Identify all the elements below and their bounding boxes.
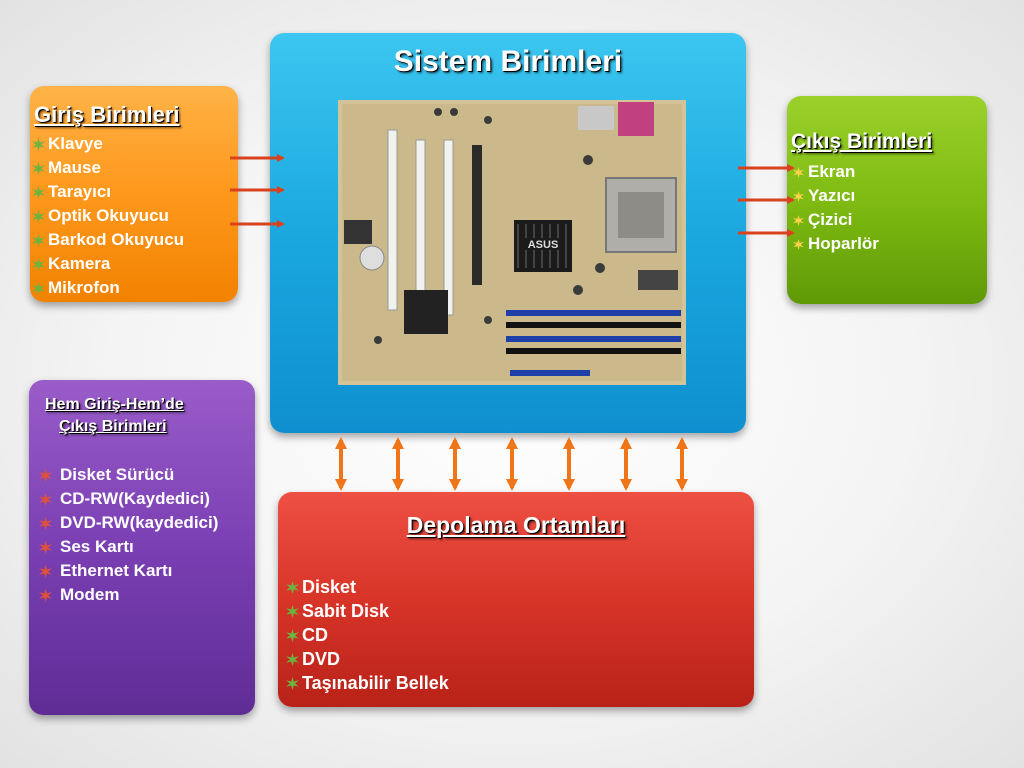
input-units-title: Giriş Birimleri bbox=[34, 102, 180, 127]
starburst-bullet-icon bbox=[39, 492, 52, 506]
motherboard-image: ASUS bbox=[338, 100, 686, 385]
title-line-1: Hem Giriş-Hem’de bbox=[45, 396, 184, 413]
input-units-box: Giriş Birimleri Klavye Mause Tarayıcı Op… bbox=[30, 86, 238, 302]
list-item-label: Klavye bbox=[48, 134, 103, 153]
list-item: Ses Kartı bbox=[39, 535, 218, 559]
list-item: Sabit Disk bbox=[286, 599, 449, 623]
list-item: Ethernet Kartı bbox=[39, 559, 218, 583]
system-units-title: Sistem Birimleri bbox=[393, 45, 623, 78]
starburst-bullet-icon bbox=[39, 516, 52, 530]
list-item-label: Disket bbox=[302, 577, 357, 597]
list-item: DVD-RW(kaydedici) bbox=[39, 511, 218, 535]
output-units-list: Ekran Yazıcı Çizici Hoparlör bbox=[793, 160, 879, 256]
starburst-bullet-icon bbox=[32, 281, 45, 295]
list-item: Yazıcı bbox=[793, 184, 879, 208]
starburst-bullet-icon bbox=[286, 676, 299, 690]
title-line-2: Çıkış Birimleri bbox=[59, 418, 167, 435]
starburst-bullet-icon bbox=[32, 257, 45, 271]
output-units-box: Çıkış Birimleri Ekran Yazıcı Çizici Hopa… bbox=[787, 96, 987, 304]
input-output-units-box: Hem Giriş-Hem’de Çıkış Birimleri Disket … bbox=[29, 380, 255, 715]
output-units-title: Çıkış Birimleri bbox=[791, 130, 933, 153]
list-item-label: CD-RW(Kaydedici) bbox=[60, 489, 210, 508]
list-item: Kamera bbox=[32, 252, 184, 276]
list-item: Disket bbox=[286, 575, 449, 599]
list-item: Ekran bbox=[793, 160, 879, 184]
starburst-bullet-icon bbox=[32, 209, 45, 223]
system-units-box: Sistem Birimleri ASUS bbox=[270, 33, 746, 433]
starburst-bullet-icon bbox=[793, 190, 804, 202]
starburst-bullet-icon bbox=[793, 238, 804, 250]
list-item-label: Ekran bbox=[808, 162, 856, 181]
list-item-label: Ses Kartı bbox=[60, 537, 134, 556]
list-item-label: Optik Okuyucu bbox=[48, 206, 169, 225]
list-item-label: DVD bbox=[302, 649, 341, 669]
starburst-bullet-icon bbox=[793, 166, 804, 178]
starburst-bullet-icon bbox=[39, 588, 52, 602]
input-output-units-title: Hem Giriş-Hem’de Çıkış Birimleri bbox=[45, 394, 184, 438]
starburst-bullet-icon bbox=[286, 628, 299, 642]
list-item: Barkod Okuyucu bbox=[32, 228, 184, 252]
starburst-bullet-icon bbox=[286, 604, 299, 618]
storage-media-title: Depolama Ortamları bbox=[406, 512, 626, 538]
starburst-bullet-icon bbox=[32, 161, 45, 175]
brand-label: ASUS bbox=[528, 239, 559, 251]
starburst-bullet-icon bbox=[286, 652, 299, 666]
list-item: Hoparlör bbox=[793, 232, 879, 256]
list-item: DVD bbox=[286, 647, 449, 671]
list-item: Modem bbox=[39, 583, 218, 607]
list-item: Mause bbox=[32, 156, 184, 180]
storage-media-list: Disket Sabit Disk CD DVD Taşınabilir Bel… bbox=[286, 575, 449, 695]
list-item-label: Tarayıcı bbox=[48, 182, 112, 201]
list-item: Çizici bbox=[793, 208, 879, 232]
list-item-label: Ethernet Kartı bbox=[60, 561, 173, 580]
list-item: Tarayıcı bbox=[32, 180, 184, 204]
list-item-label: Taşınabilir Bellek bbox=[302, 673, 449, 693]
starburst-bullet-icon bbox=[39, 564, 52, 578]
list-item: Optik Okuyucu bbox=[32, 204, 184, 228]
input-output-units-list: Disket Sürücü CD-RW(Kaydedici) DVD-RW(ka… bbox=[39, 463, 218, 607]
list-item: CD bbox=[286, 623, 449, 647]
list-item: Taşınabilir Bellek bbox=[286, 671, 449, 695]
list-item-label: Mause bbox=[48, 158, 101, 177]
list-item-label: Hoparlör bbox=[808, 234, 879, 253]
list-item-label: Sabit Disk bbox=[302, 601, 390, 621]
list-item: CD-RW(Kaydedici) bbox=[39, 487, 218, 511]
starburst-bullet-icon bbox=[32, 137, 45, 151]
list-item: Disket Sürücü bbox=[39, 463, 218, 487]
list-item-label: Modem bbox=[60, 585, 120, 604]
list-item-label: Mikrofon bbox=[48, 278, 120, 297]
list-item-label: CD bbox=[302, 625, 328, 645]
list-item-label: Kamera bbox=[48, 254, 111, 273]
starburst-bullet-icon bbox=[32, 233, 45, 247]
input-units-list: Klavye Mause Tarayıcı Optik Okuyucu Bark… bbox=[32, 132, 184, 300]
starburst-bullet-icon bbox=[39, 468, 52, 482]
list-item-label: DVD-RW(kaydedici) bbox=[60, 513, 219, 532]
list-item-label: Disket Sürücü bbox=[60, 465, 175, 484]
starburst-bullet-icon bbox=[39, 540, 52, 554]
list-item-label: Yazıcı bbox=[808, 186, 856, 205]
list-item-label: Çizici bbox=[808, 210, 853, 229]
starburst-bullet-icon bbox=[286, 580, 299, 594]
list-item: Klavye bbox=[32, 132, 184, 156]
storage-media-box: Depolama Ortamları Disket Sabit Disk CD … bbox=[278, 492, 754, 707]
list-item-label: Barkod Okuyucu bbox=[48, 230, 185, 249]
starburst-bullet-icon bbox=[32, 185, 45, 199]
list-item: Mikrofon bbox=[32, 276, 184, 300]
starburst-bullet-icon bbox=[793, 214, 804, 226]
